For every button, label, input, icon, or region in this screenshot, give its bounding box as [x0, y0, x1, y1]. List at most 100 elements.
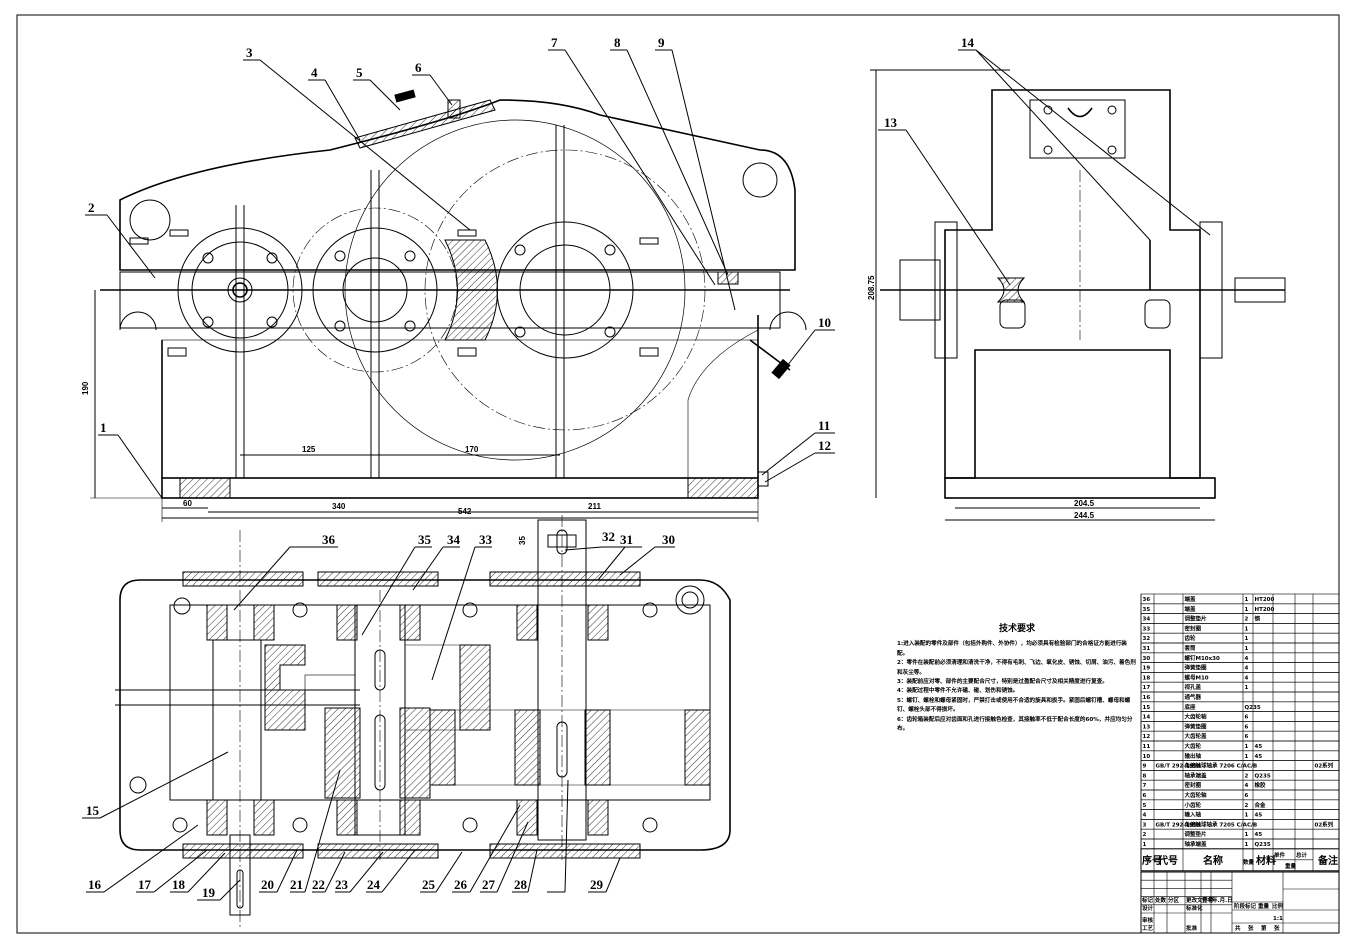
bom-cell: 6	[1245, 793, 1249, 799]
bom-row	[1140, 809, 1340, 820]
design-label: 设计	[1142, 904, 1154, 912]
bom-row	[1140, 730, 1340, 742]
title-block-label: 处数	[1154, 896, 1167, 904]
bom-cell: Q235	[1255, 773, 1271, 779]
bom-cell: HT200	[1255, 597, 1275, 603]
balloon-numbers: 1 2 3 4 5 6 7 8 9 10 11 12 13 14 15 16 1…	[86, 35, 975, 900]
bom-cell: 1	[1245, 744, 1249, 750]
bom-cell: 31	[1143, 646, 1151, 652]
dim-211: 211	[588, 502, 601, 511]
balloon-21: 21	[290, 877, 303, 892]
bom-cell: 19	[1143, 666, 1151, 672]
bom-row	[1140, 838, 1340, 850]
balloon-35: 35	[418, 532, 432, 547]
bom-cell: 4	[1245, 666, 1249, 672]
bom-cell: 1	[1245, 832, 1249, 838]
drawing-border	[16, 14, 1340, 934]
dim-204-5: 204.5	[1074, 499, 1095, 508]
balloon-19: 19	[202, 885, 216, 900]
bom-cell: 4	[1245, 783, 1249, 789]
balloon-2: 2	[88, 200, 95, 215]
bom-cell: 1	[1245, 636, 1249, 642]
sheet-label: 张	[1248, 924, 1254, 932]
bom-cell: 35	[1143, 607, 1151, 613]
balloon-23: 23	[335, 877, 349, 892]
bom-cell: Q235	[1245, 705, 1261, 711]
tech-req-item: 3：装配前应对零、部件的主要配合尺寸，特别是过盈配合尺寸及相关精度进行复查。	[897, 679, 1108, 686]
flange-bolts	[129, 229, 739, 357]
bom-cell: 合金	[1255, 801, 1267, 809]
bom-cell: 15	[1143, 705, 1151, 711]
bom-cell: 45	[1255, 744, 1263, 750]
bom-header	[1140, 848, 1340, 872]
bom-cell: 轴承端盖	[1185, 771, 1208, 779]
bom-cell: 钢	[1255, 615, 1261, 623]
bom-cell: 32	[1143, 636, 1151, 642]
dim-60: 60	[183, 499, 192, 508]
title-block-label: 签名	[1201, 896, 1213, 904]
bom-cell: 6	[1245, 734, 1249, 740]
bom-header-total: 总计	[1296, 851, 1308, 859]
balloon-10: 10	[818, 315, 831, 330]
balloon-30: 30	[662, 532, 675, 547]
technical-requirements: 技术要求 1:进入装配的零件及部件（包括外购件、外协件），均必须具有检验部门的合…	[897, 624, 1137, 734]
balloon-3: 3	[246, 45, 253, 60]
side-view	[870, 69, 1286, 521]
bom-row	[1140, 652, 1340, 663]
bom-cell: 3	[1143, 822, 1147, 828]
bom-cell: 6	[1245, 724, 1249, 730]
balloon-26: 26	[454, 877, 468, 892]
sheet-label: 共	[1235, 924, 1241, 932]
bom-row	[1140, 711, 1340, 722]
shaft-lines	[235, 125, 565, 478]
bom-cell: 2	[1245, 803, 1249, 809]
bom-cell: 2	[1245, 617, 1249, 623]
bom-cell: 角接触球轴承 7206 C/AC/B	[1185, 762, 1258, 770]
balloon-8: 8	[614, 35, 621, 50]
process-label: 工艺	[1142, 924, 1154, 932]
balloon-15: 15	[86, 803, 100, 818]
sheet-label: 张	[1274, 924, 1280, 932]
bom-cell: 角接触球轴承 7205 C/AC/B	[1185, 820, 1258, 828]
bom-cell: 5	[1143, 803, 1147, 809]
bom-cell: 弹簧垫圈	[1185, 722, 1208, 730]
dim-542: 542	[458, 507, 472, 516]
bom-cell: 02系列	[1315, 820, 1334, 828]
leader-lines	[82, 49, 1211, 901]
bom-cell: 6	[1245, 715, 1249, 721]
balloon-18: 18	[172, 877, 186, 892]
balloon-17: 17	[138, 877, 152, 892]
balloon-22: 22	[312, 877, 325, 892]
bom-row	[1140, 779, 1340, 791]
bom-cell: 弹簧垫圈	[1185, 664, 1208, 672]
front-view	[90, 89, 807, 522]
dim-340: 340	[332, 502, 346, 511]
scale-label: 比例	[1272, 902, 1284, 910]
bom-cell: 13	[1143, 724, 1151, 730]
bom-row	[1140, 799, 1340, 810]
balloon-31: 31	[620, 532, 633, 547]
bom-cell: 1	[1245, 685, 1249, 691]
bom-row	[1140, 623, 1340, 634]
title-block-label: 标记	[1141, 896, 1154, 904]
bom-cell: 1	[1245, 626, 1249, 632]
balloon-16: 16	[88, 877, 102, 892]
bom-cell: GB/T 292-1994	[1156, 764, 1202, 770]
approve-label: 批准	[1186, 924, 1198, 932]
balloon-34: 34	[447, 532, 461, 547]
bom-cell: 齿轮	[1185, 634, 1197, 642]
bom-cell: 底座	[1184, 703, 1197, 711]
bom-cell: 输出轴	[1185, 752, 1202, 760]
bom-cell: 1	[1245, 813, 1249, 819]
bom-cell: 02系列	[1315, 762, 1334, 770]
bom-cell: 12	[1143, 734, 1151, 740]
bom-row	[1140, 642, 1340, 654]
bom-cell: 螺钉M10x30	[1185, 654, 1221, 662]
bom-cell: 大齿轮盖	[1185, 732, 1208, 740]
balloon-14: 14	[961, 35, 975, 50]
bom-cell: 9	[1143, 764, 1147, 770]
bom-cell: 2	[1245, 773, 1249, 779]
bom-cell: 橡胶	[1255, 781, 1267, 789]
balloon-29: 29	[590, 877, 604, 892]
balloon-27: 27	[482, 877, 496, 892]
